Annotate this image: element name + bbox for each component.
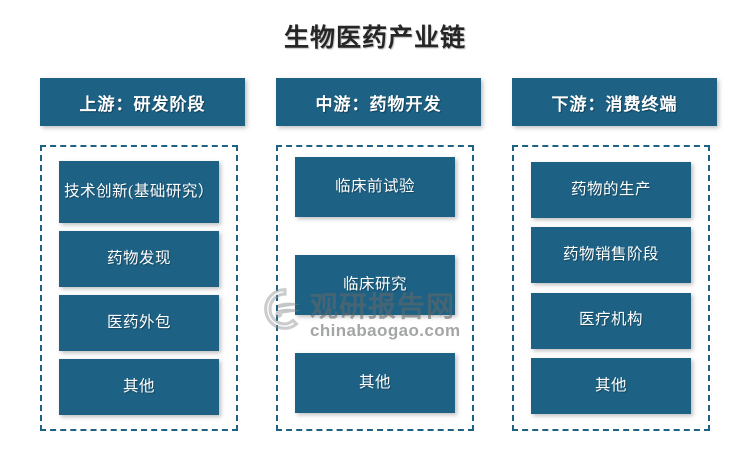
chain-column-upstream: 上游：研发阶段 技术创新(基础研究） 药物发现 医药外包 其他 [40,78,245,431]
column-header-label: 上游：研发阶段 [79,94,206,114]
chain-item[interactable]: 其他 [59,359,219,415]
value-chain-columns: 上游：研发阶段 技术创新(基础研究） 药物发现 医药外包 其他 中游：药物开发 … [0,78,750,443]
chain-item[interactable]: 医疗机构 [531,292,691,349]
dashed-container-downstream: 药物的生产 药物销售阶段 医疗机构 其他 [512,145,710,431]
item-list-downstream: 药物的生产 药物销售阶段 医疗机构 其他 [514,147,708,429]
column-header-label: 中游：药物开发 [315,94,442,114]
chain-column-downstream: 下游：消费终端 药物的生产 药物销售阶段 医疗机构 其他 [512,78,717,431]
item-list-upstream: 技术创新(基础研究） 药物发现 医药外包 其他 [42,147,236,429]
chain-item[interactable]: 临床研究 [295,255,455,315]
chain-column-midstream: 中游：药物开发 临床前试验 临床研究 其他 [276,78,481,431]
chain-item[interactable]: 药物销售阶段 [531,227,691,284]
dashed-container-upstream: 技术创新(基础研究） 药物发现 医药外包 其他 [40,145,238,431]
chain-item[interactable]: 技术创新(基础研究） [59,161,219,223]
chain-item[interactable]: 药物的生产 [531,162,691,219]
chain-item[interactable]: 临床前试验 [295,157,455,217]
chain-item[interactable]: 药物发现 [59,231,219,287]
column-header-downstream: 下游：消费终端 [512,78,717,126]
page-title: 生物医药产业链 [283,25,466,52]
column-header-label: 下游：消费终端 [551,94,678,114]
chain-item[interactable]: 医药外包 [59,295,219,351]
chain-item[interactable]: 其他 [531,357,691,414]
column-header-upstream: 上游：研发阶段 [40,78,245,126]
item-list-midstream: 临床前试验 临床研究 其他 [278,147,472,429]
chain-item[interactable]: 其他 [295,353,455,413]
dashed-container-midstream: 临床前试验 临床研究 其他 [276,145,474,431]
column-header-midstream: 中游：药物开发 [276,78,481,126]
